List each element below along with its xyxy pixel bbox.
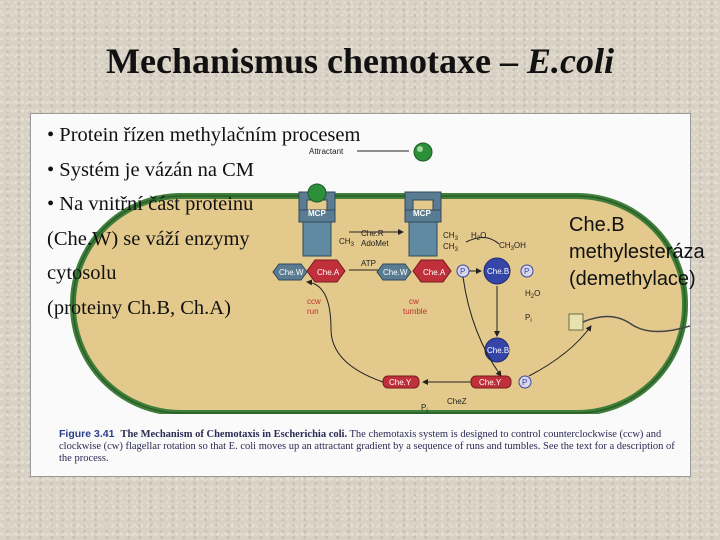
ccw-label: ccw	[307, 297, 321, 306]
flagellum	[582, 315, 690, 333]
chey-to-motor-arrow	[306, 279, 384, 383]
cw-label: cw	[409, 297, 419, 306]
bullet-3-cont-1: (Che.W) se váží enzymy	[47, 227, 250, 250]
run-label: run	[307, 307, 319, 316]
slide-title: Mechanismus chemotaxe – E.coli	[0, 40, 720, 82]
cell-membrane-edge	[72, 195, 686, 414]
attractant-highlight	[417, 146, 423, 152]
cheb-note: Che.B methylesteráza (demethylace)	[569, 212, 720, 293]
chey-to-flagellum-arrow	[528, 325, 592, 377]
pi-label-chey: Pi	[421, 403, 428, 414]
figure-caption: Figure 3.41 The Mechanism of Chemotaxis i…	[59, 428, 679, 465]
chew-right	[376, 263, 412, 281]
chez-label: CheZ	[447, 397, 467, 406]
bound-attractant	[307, 183, 327, 203]
chea-label-right: Che.A	[423, 268, 446, 277]
h2o-label-top: H2O	[471, 231, 486, 242]
cheb-label-p: Che.B	[487, 267, 509, 276]
chey-label: Che.Y	[389, 378, 412, 387]
pi-label-cheb: Pi	[525, 313, 532, 324]
demethylation-arrow	[465, 237, 500, 245]
phosphate-chey	[518, 375, 532, 389]
bullet-3: • Na vnitřní část proteinu	[47, 193, 254, 215]
cheb-p	[483, 257, 511, 285]
ch3-right-1: CH3	[443, 231, 459, 242]
phosphate-cheb-label: P	[524, 267, 529, 276]
chey-phos-arrow	[462, 276, 502, 377]
title-organism: E.coli	[526, 41, 614, 81]
ch3-left: CH3	[339, 237, 355, 248]
bullet-1: • Protein řízen methylačním procesem	[47, 124, 361, 146]
phosphate-chey-label: P	[522, 378, 527, 387]
caption-figure-number: Figure 3.41	[59, 428, 115, 440]
cher-label: Che.R	[361, 229, 384, 238]
caption-heading: The Mechanism of Chemotaxis in Escherich…	[120, 429, 348, 440]
chea-right	[412, 259, 452, 283]
caption-body: The chemotaxis system is designed to con…	[59, 429, 675, 464]
mcp-label-right: MCP	[413, 209, 431, 218]
tumble-label: tumble	[403, 307, 428, 316]
attractant-label: Attractant	[309, 147, 344, 156]
ch3oh-label: CH3OH	[499, 241, 526, 252]
mcp-label-left: MCP	[308, 209, 326, 218]
h2o-label-bottom: H2O	[525, 289, 540, 300]
atp-label: ATP	[361, 259, 376, 268]
chew-label-right: Che.W	[383, 268, 408, 277]
bullet-3-cont-3: (proteiny Ch.B, Ch.A)	[47, 296, 231, 319]
adomet-label: AdoMet	[361, 239, 389, 248]
cheb-note-line-1: Che.B	[569, 214, 625, 236]
chea-left	[306, 259, 346, 283]
phosphate-cheb	[520, 264, 534, 278]
mcp-receptor-left	[298, 191, 336, 257]
caption-band	[31, 414, 690, 476]
cheb-note-line-2: methylesteráza	[569, 241, 705, 263]
ch3-right-2: CH3	[443, 242, 459, 253]
chew-left	[272, 263, 308, 281]
cheb-note-line-3: (demethylace)	[569, 268, 696, 290]
chemotaxis-diagram: Attractant MCP MCP Che.R AdoMet CH3 CH3 …	[31, 142, 690, 476]
bullet-list: • Protein řízen methylačním procesem • S…	[47, 118, 427, 325]
title-text: Mechanismus chemotaxe –	[106, 41, 527, 81]
cheb-label: Che.B	[487, 346, 509, 355]
flagellar-motor	[568, 313, 584, 331]
bullet-2: • Systém je vázán na CM	[47, 158, 255, 181]
bullet-3-cont-2: cytosolu	[47, 262, 117, 284]
chemotaxis-figure: Attractant MCP MCP Che.R AdoMet CH3 CH3 …	[30, 113, 691, 477]
mcp-receptor-right	[404, 191, 442, 257]
chew-label-left: Che.W	[279, 268, 304, 277]
phosphate-chea-label: P	[460, 267, 465, 276]
chea-label-left: Che.A	[317, 268, 340, 277]
chey-label-p: Che.Y	[479, 378, 502, 387]
